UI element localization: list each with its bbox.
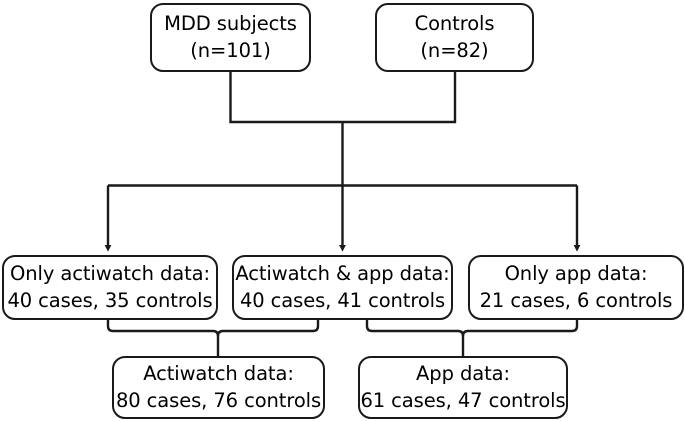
node-actiwatch-total-line2: 80 cases, 76 controls (115, 389, 322, 412)
node-only-actiwatch[interactable]: Only actiwatch data: 40 cases, 35 contro… (2, 255, 218, 320)
node-actiwatch-total-line1: Actiwatch data: (143, 362, 294, 385)
node-controls-line2: (n=82) (420, 39, 489, 62)
node-controls-line1: Controls (414, 12, 495, 35)
node-controls[interactable]: Controls (n=82) (375, 3, 534, 72)
node-only-app-line2: 21 cases, 6 controls (479, 289, 673, 312)
node-only-actiwatch-line2: 40 cases, 35 controls (7, 289, 213, 312)
connector-app-total-left (365, 320, 465, 356)
node-actiwatch-and-app-line1: Actiwatch & app data: (235, 262, 450, 285)
node-mdd-subjects-line2: (n=101) (190, 39, 271, 62)
node-mdd-subjects[interactable]: MDD subjects (n=101) (150, 3, 311, 72)
node-app-total-line2: 61 cases, 47 controls (360, 389, 566, 412)
connector-actiwatch-total-left (106, 320, 220, 356)
node-app-total[interactable]: App data: 61 cases, 47 controls (358, 356, 568, 419)
connector-app-total-right (461, 320, 579, 337)
node-app-total-line1: App data: (416, 362, 510, 385)
node-actiwatch-and-app[interactable]: Actiwatch & app data: 40 cases, 41 contr… (232, 255, 453, 320)
node-mdd-subjects-line1: MDD subjects (164, 12, 297, 35)
connector-actiwatch-total-right (216, 320, 320, 337)
node-only-actiwatch-line1: Only actiwatch data: (10, 262, 210, 285)
connector-top-merge (229, 72, 457, 124)
node-actiwatch-total[interactable]: Actiwatch data: 80 cases, 76 controls (112, 356, 325, 419)
node-actiwatch-and-app-line2: 40 cases, 41 controls (239, 289, 446, 312)
node-only-app[interactable]: Only app data: 21 cases, 6 controls (468, 255, 684, 320)
node-only-app-line1: Only app data: (504, 262, 648, 285)
